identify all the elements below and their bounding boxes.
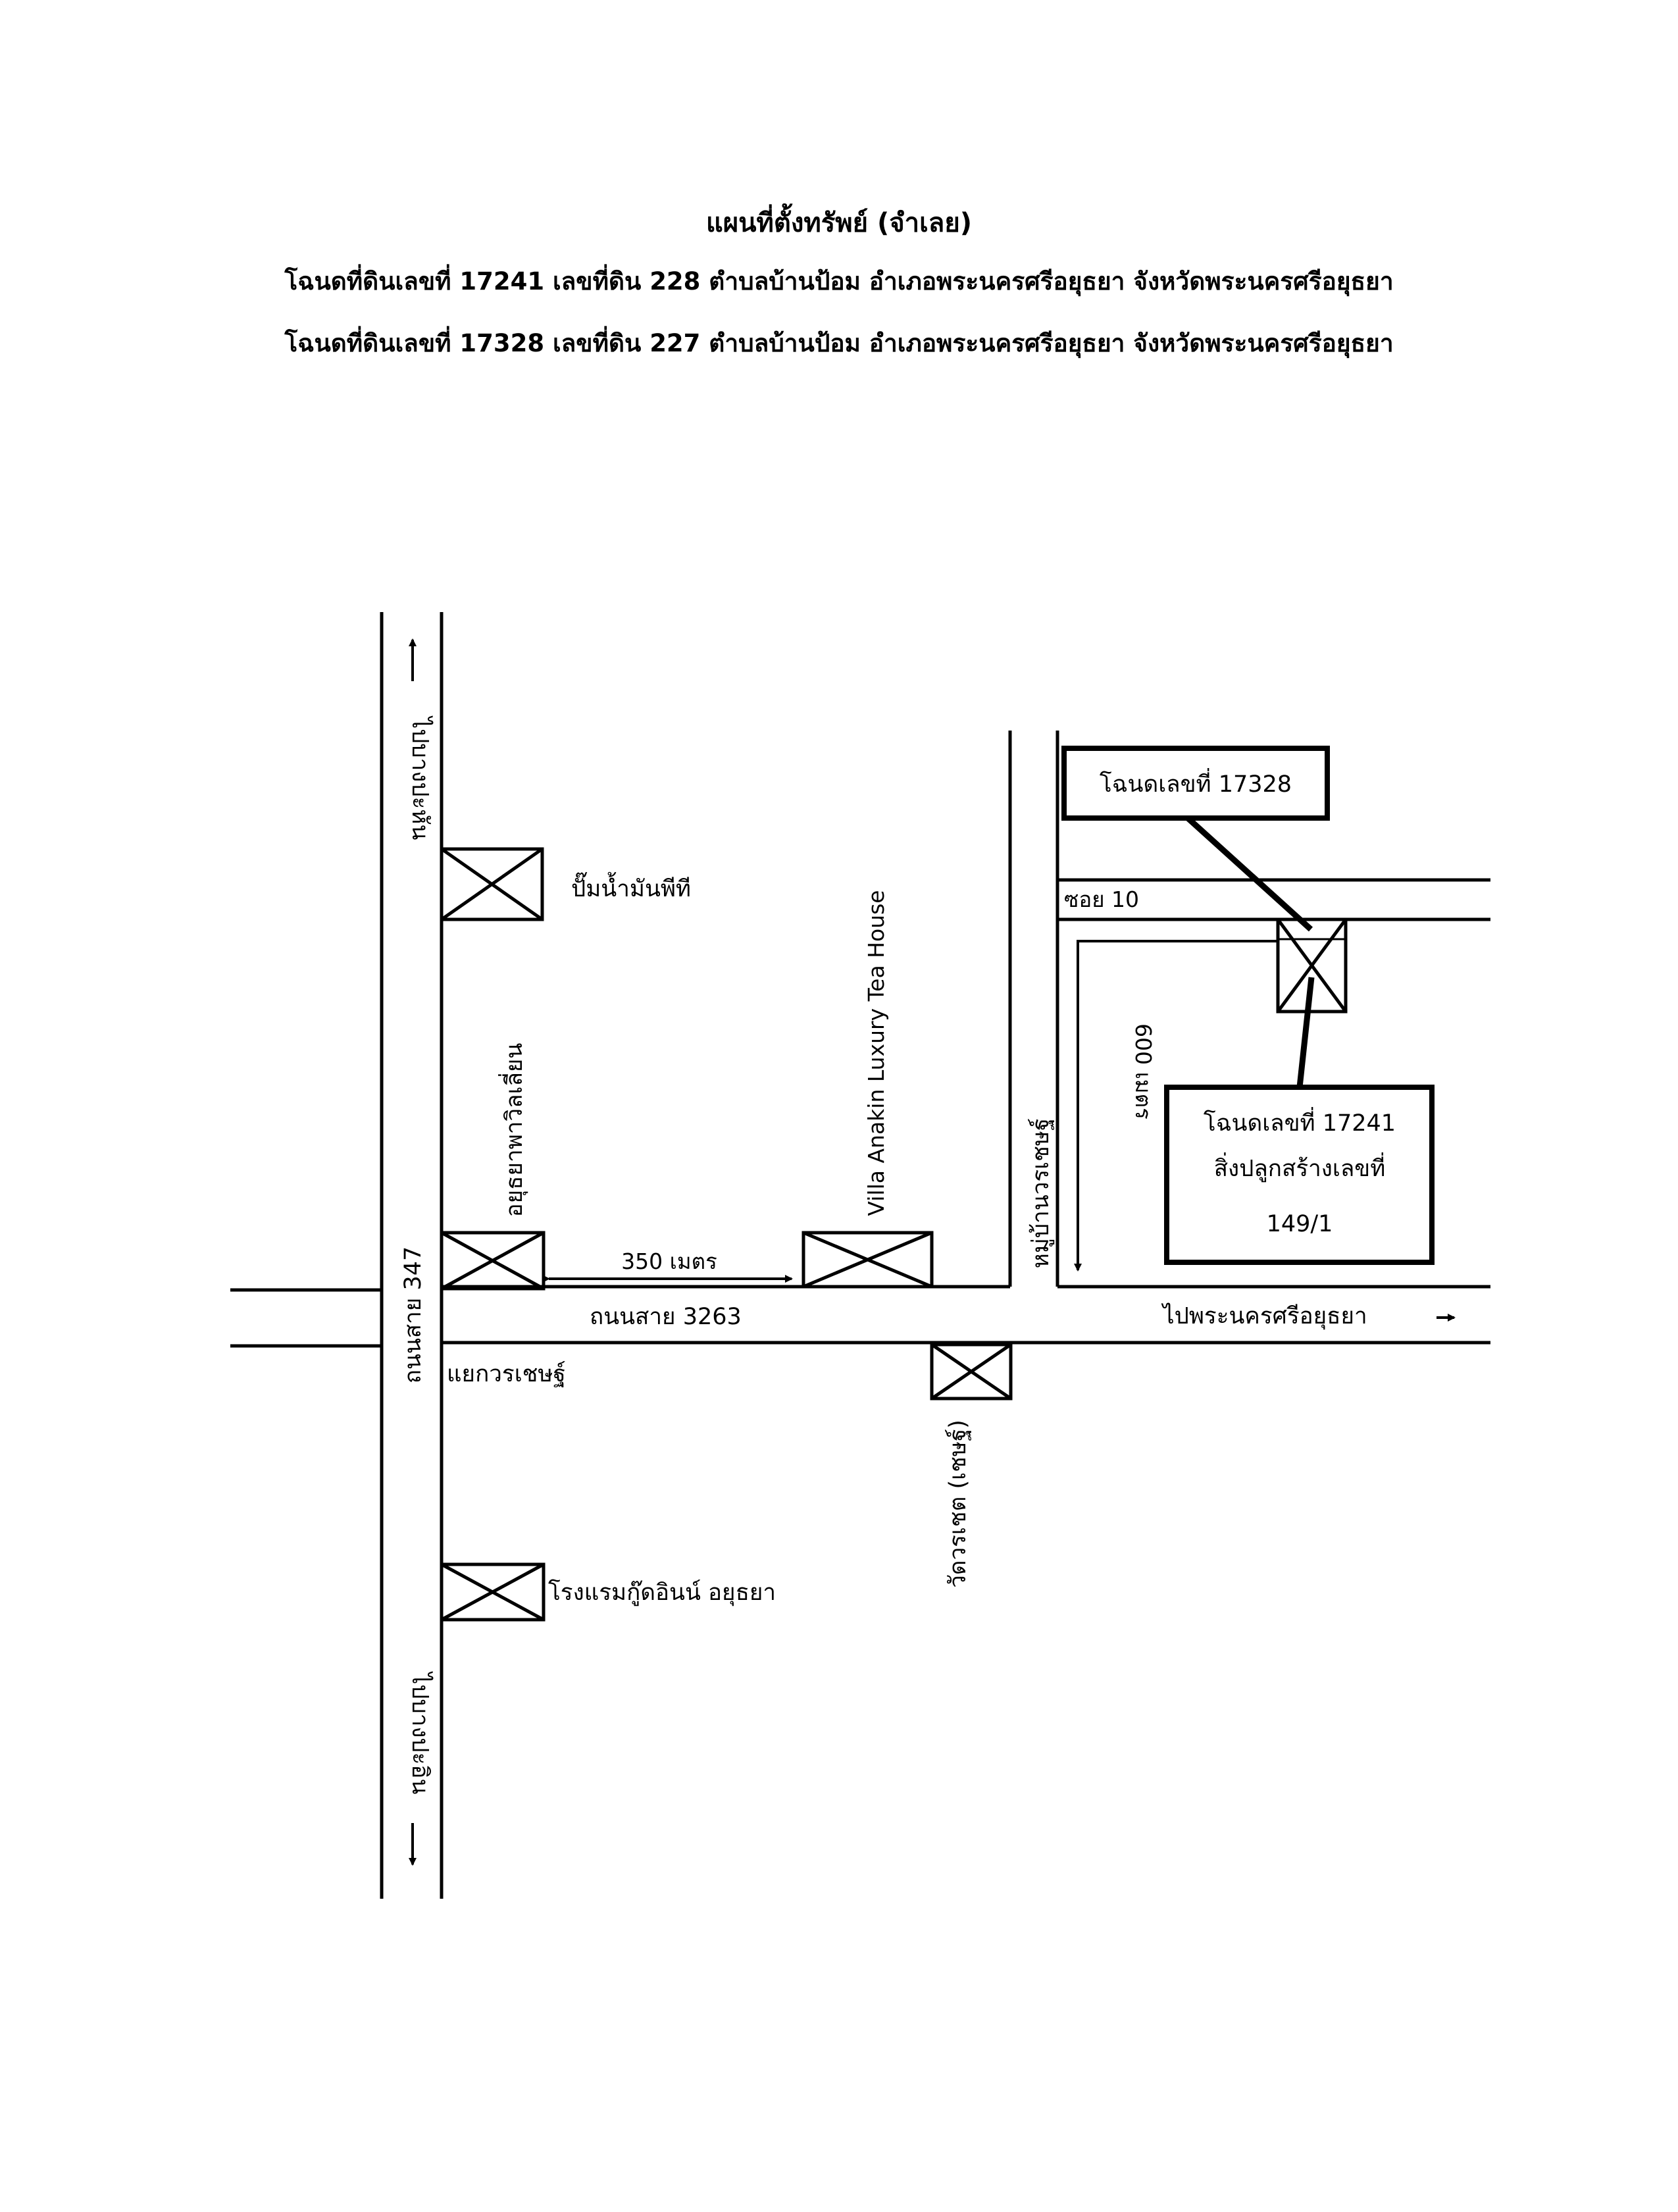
deed-line-17328: โฉนดที่ดินเลขที่ 17328 เลขที่ดิน 227 ตำบ… xyxy=(284,329,1394,357)
junction-label: แยกวรเชษฐ์ xyxy=(447,1361,566,1387)
gas-station-label: ปั๊มน้ำมันพีที xyxy=(571,871,691,902)
pavilion-label: อยุธยาพาวิลเลี่ยน xyxy=(498,1043,528,1218)
villa-label: Villa Anakin Luxury Tea House xyxy=(863,890,889,1216)
hotel-label: โรงแรมกู๊ดอินน์ อยุธยา xyxy=(548,1579,776,1606)
soi-10-label: ซอย 10 xyxy=(1064,887,1139,912)
deed-17241-line3: 149/1 xyxy=(1267,1211,1333,1237)
distance-600m-label: 600 เมตร xyxy=(1131,1023,1156,1119)
deed-line-17241: โฉนดที่ดินเลขที่ 17241 เลขที่ดิน 228 ตำบ… xyxy=(284,267,1394,296)
route-600m xyxy=(1074,940,1278,1272)
deed-17328-leader xyxy=(1185,815,1313,932)
village-label: หมู่บ้านวรเชษฐ์ xyxy=(1028,1118,1054,1269)
east-direction-label: ไปพระนครศรีอยุธยา xyxy=(1161,1302,1367,1329)
map-title: แผนที่ตั้งทรัพย์ (จำเลย) xyxy=(705,208,973,238)
deed-17241-leader xyxy=(1296,977,1315,1088)
villa-marker xyxy=(801,1231,934,1289)
hotel-marker xyxy=(440,1562,546,1622)
pavilion-marker xyxy=(440,1231,546,1291)
property-marker xyxy=(1276,917,1348,1014)
south-direction-label: ไปบางปะอิน xyxy=(407,1671,434,1795)
deed-17241-line2: สิ่งปลูกสร้างเลขที่ xyxy=(1214,1152,1386,1182)
gas-station-marker xyxy=(440,847,544,921)
road-347-label: ถนนสาย 347 xyxy=(400,1247,426,1384)
road-3263-label: ถนนสาย 3263 xyxy=(590,1304,742,1330)
deed-17328-label: โฉนดเลขที่ 17328 xyxy=(1100,768,1292,798)
deed-17241-box xyxy=(1164,1085,1435,1265)
temple-marker xyxy=(930,1343,1013,1401)
deed-17241-line1: โฉนดเลขที่ 17241 xyxy=(1204,1107,1396,1137)
north-direction-label: ไปบางปะหัน xyxy=(407,715,434,840)
distance-350m-label: 350 เมตร xyxy=(621,1248,717,1274)
deed-17328-box xyxy=(1061,746,1330,821)
temple-label: วัดวรเชต (เชษฐ์) xyxy=(945,1420,971,1588)
